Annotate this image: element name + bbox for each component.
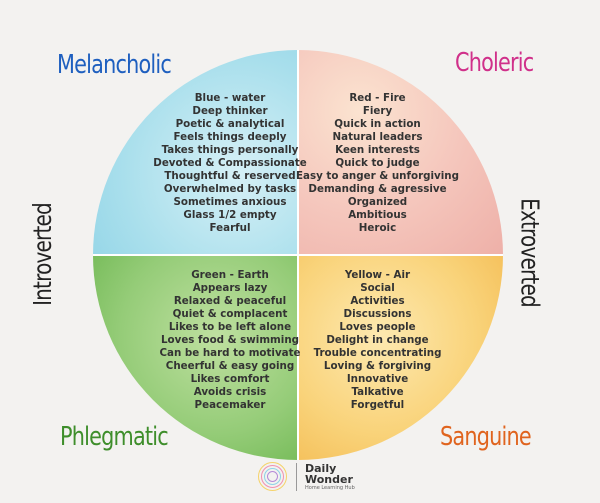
trait-item: Innovative — [346, 373, 409, 385]
phlegmatic-title: Phlegmatic — [60, 422, 169, 452]
trait-item: Avoids crisis — [193, 386, 267, 398]
trait-item: Easy to anger & unforgiving — [296, 170, 459, 182]
trait-item: Blue - water — [194, 92, 266, 104]
melancholic-title: Melancholic — [57, 50, 172, 80]
trait-item: Appears lazy — [192, 282, 268, 294]
trait-item: Heroic — [358, 222, 397, 234]
trait-item: Glass 1/2 empty — [183, 209, 277, 221]
trait-item: Overwhelmed by tasks — [163, 183, 297, 195]
trait-item: Peacemaker — [194, 399, 266, 411]
trait-item: Can be hard to motivate — [159, 347, 301, 359]
extroverted-label: Extroverted — [515, 198, 545, 307]
trait-item: Sometimes anxious — [173, 196, 287, 208]
trait-item: Discussions — [343, 308, 412, 320]
trait-item: Keen interests — [335, 144, 420, 156]
logo-name-line1: Daily — [305, 462, 337, 475]
trait-item: Loves food & swimming — [160, 334, 300, 346]
trait-item: Takes things personally — [161, 144, 299, 156]
trait-item: Quick in action — [334, 118, 421, 130]
daily-wonder-logo: Daily Wonder Home Learning Hub — [258, 462, 355, 492]
trait-item: Quick to judge — [335, 157, 420, 169]
melancholic-quadrant — [93, 50, 298, 255]
logo-divider — [296, 463, 297, 491]
choleric-title: Choleric — [455, 48, 534, 78]
trait-item: Ambitious — [348, 209, 407, 221]
trait-item: Cheerful & easy going — [165, 360, 295, 372]
horizontal-divider — [93, 254, 503, 256]
trait-item: Loves people — [339, 321, 416, 333]
trait-item: Talkative — [351, 386, 404, 398]
trait-item: Loving & forgiving — [323, 360, 432, 372]
trait-item: Feels things deeply — [173, 131, 287, 143]
temperament-circle — [93, 50, 503, 460]
trait-item: Poetic & analytical — [175, 118, 285, 130]
logo-name-line2: Wonder — [305, 473, 353, 486]
trait-item: Red - Fire — [349, 92, 406, 104]
sanguine-title: Sanguine — [440, 422, 532, 452]
trait-item: Likes comfort — [190, 373, 270, 385]
trait-item: Social — [360, 282, 395, 294]
trait-item: Deep thinker — [192, 105, 268, 117]
trait-item: Trouble concentrating — [313, 347, 442, 359]
trait-item: Delight in change — [326, 334, 429, 346]
trait-item: Organized — [347, 196, 408, 208]
rings-logo-icon — [258, 462, 288, 492]
trait-item: Demanding & agressive — [308, 183, 447, 195]
trait-item: Activities — [350, 295, 405, 307]
trait-item: Fearful — [209, 222, 251, 234]
trait-item: Quiet & complacent — [172, 308, 288, 320]
choleric-quadrant — [298, 50, 503, 255]
trait-item: Devoted & Compassionate — [153, 157, 307, 169]
trait-item: Fiery — [362, 105, 393, 117]
logo-tagline: Home Learning Hub — [305, 485, 355, 491]
phlegmatic-quadrant — [93, 255, 298, 460]
introverted-label: Introverted — [27, 203, 57, 306]
trait-item: Natural leaders — [332, 131, 423, 143]
trait-item: Yellow - Air — [344, 269, 411, 281]
trait-item: Green - Earth — [191, 269, 269, 281]
trait-item: Forgetful — [350, 399, 405, 411]
trait-item: Thoughtful & reserved — [164, 170, 296, 182]
trait-item: Likes to be left alone — [168, 321, 292, 333]
sanguine-quadrant — [298, 255, 503, 460]
trait-item: Relaxed & peaceful — [173, 295, 287, 307]
